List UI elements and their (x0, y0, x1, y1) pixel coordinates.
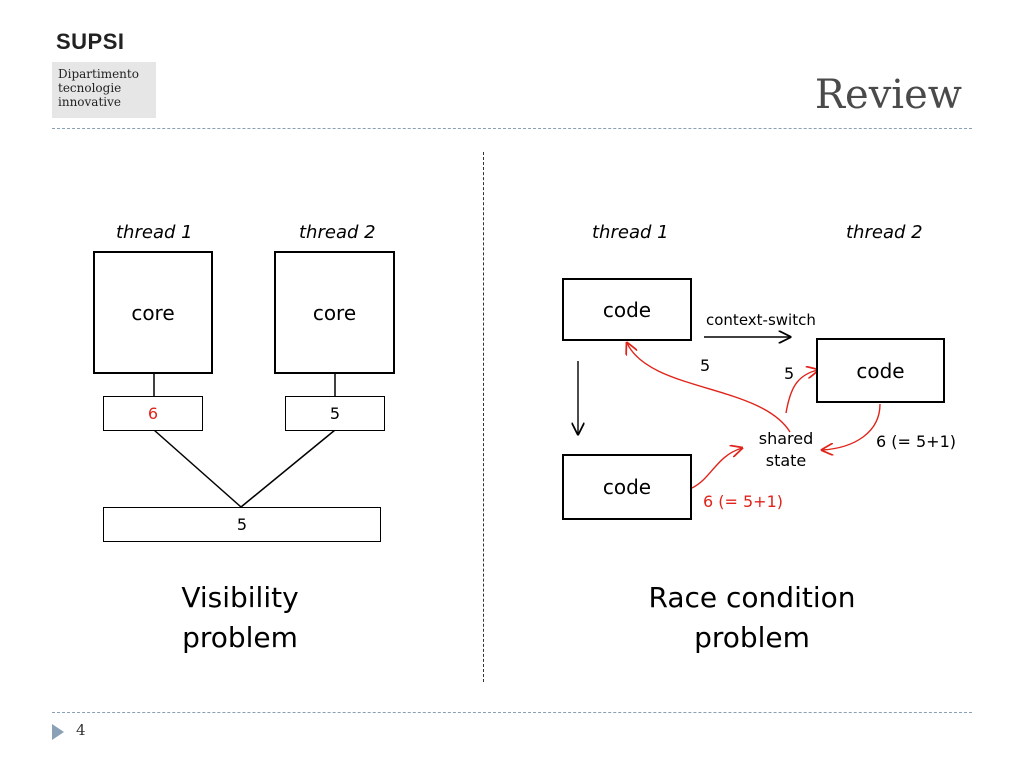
main-memory-value: 5 (236, 515, 248, 534)
department-line-3: innovative (58, 95, 121, 109)
header-divider (52, 128, 972, 129)
visibility-caption: Visibility problem (140, 578, 340, 658)
cache2-memory-link (240, 429, 336, 508)
vis-thread1-label: thread 1 (116, 222, 193, 243)
slide-title: Review (814, 72, 962, 118)
cache-1-value: 6 (147, 404, 159, 423)
read-value-right: 5 (784, 364, 795, 383)
cache-2: 5 (285, 396, 385, 431)
department-line-1: Dipartimento (58, 67, 139, 81)
code-thread1-bottom: code (562, 454, 692, 520)
write-value-right: 6 (= 5+1) (876, 432, 957, 451)
vertical-divider (483, 152, 484, 682)
read-value-left: 5 (700, 356, 711, 375)
write-value-left: 6 (= 5+1) (703, 492, 784, 511)
race-thread1-label: thread 1 (592, 222, 669, 243)
context-switch-label: context-switch (706, 311, 816, 329)
cache-2-value: 5 (329, 404, 341, 423)
shared-state-line-1: shared (758, 429, 814, 448)
race-caption-line-2: problem (694, 621, 810, 654)
cache1-memory-link (153, 429, 242, 508)
code-thread2: code (816, 338, 945, 403)
supsi-logo: SUPSI (56, 29, 125, 54)
cache-1: 6 (103, 396, 203, 431)
code-thread1-top-label: code (602, 297, 652, 322)
department-line-2: tecnologie (58, 81, 122, 95)
race-caption: Race condition problem (612, 578, 892, 658)
page-number: 4 (76, 721, 86, 739)
footer-divider (52, 712, 972, 713)
code-thread1-bottom-label: code (602, 475, 652, 499)
code-thread2-label: code (856, 358, 905, 383)
department-logo: Dipartimento tecnologie innovative (52, 62, 156, 118)
main-memory: 5 (103, 507, 381, 542)
read-arrow-left (627, 343, 791, 433)
shared-state-line-2: state (765, 451, 807, 470)
shared-state: shared state (746, 428, 826, 472)
visibility-caption-line-2: problem (182, 621, 298, 654)
core-2: core (274, 251, 395, 374)
visibility-caption-line-1: Visibility (181, 581, 299, 614)
core-2-label: core (312, 300, 357, 325)
core-1: core (93, 251, 213, 374)
code-thread1-top: code (562, 278, 692, 341)
write-arrow-right (822, 403, 881, 450)
core-1-label: core (131, 300, 175, 325)
slide-marker-icon (52, 724, 64, 740)
vis-thread2-label: thread 2 (299, 222, 376, 243)
race-thread2-label: thread 2 (846, 222, 923, 243)
race-caption-line-1: Race condition (648, 581, 856, 614)
write-arrow-left (691, 448, 742, 489)
read-arrow-right (785, 370, 818, 414)
